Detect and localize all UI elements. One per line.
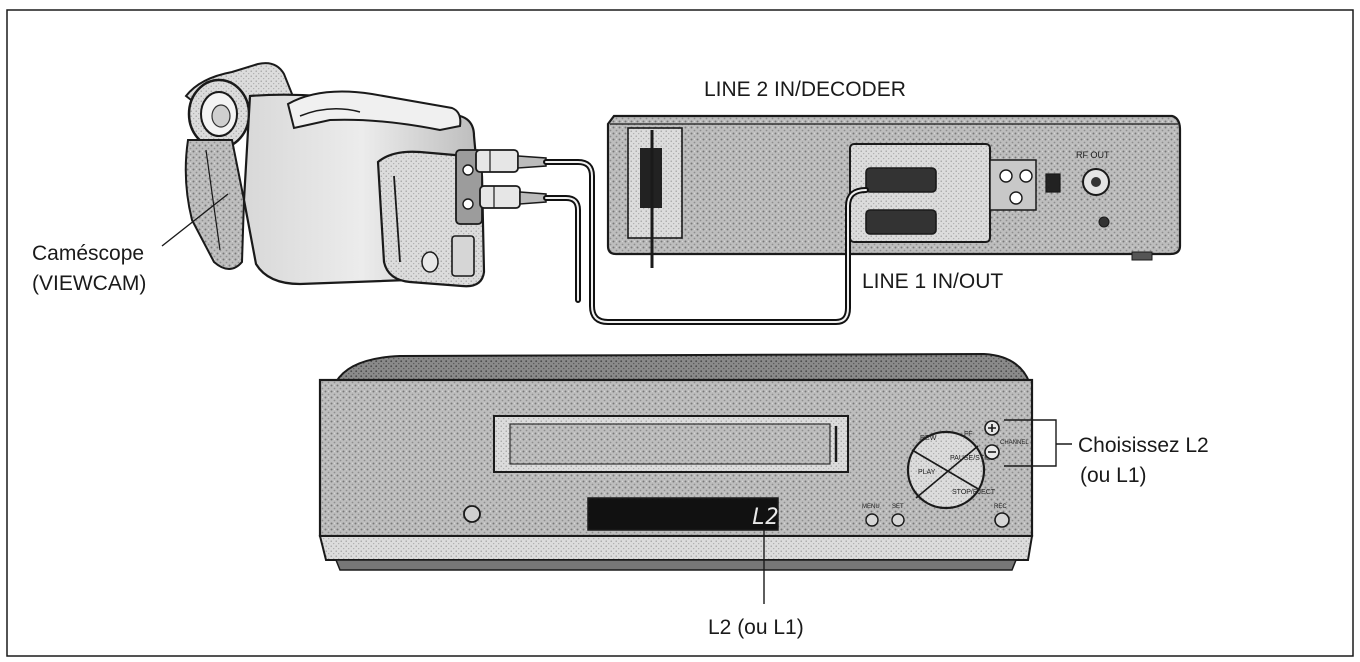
dial-play-label: PLAY	[918, 469, 936, 476]
rec-label: REC	[994, 504, 1007, 510]
label-display-indicator: L2 (ou L1)	[708, 616, 804, 639]
label-line1-in-out: LINE 1 IN/OUT	[862, 270, 1003, 293]
rf-out-label: RF OUT	[1076, 150, 1110, 160]
rec-button	[994, 512, 1010, 528]
vcr-rear-panel: RF OUT	[606, 114, 1182, 268]
dial-stop-label: STOP/EJECT	[952, 489, 996, 496]
front-display	[587, 497, 779, 531]
scart-line1	[865, 209, 937, 235]
menu-button	[865, 513, 879, 527]
vcr-front: L2 PLAY PAUSE/STILL STOP/EJECT REW FF CH…	[318, 352, 1034, 571]
power-button	[463, 505, 481, 523]
display-readout: L2	[752, 505, 779, 530]
camcorder	[184, 62, 547, 288]
set-label: SET	[892, 504, 904, 510]
av-cable	[543, 159, 869, 325]
av-plugs	[475, 149, 547, 209]
dial-rew-label: REW	[920, 435, 937, 442]
label-camcorder-model: (VIEWCAM)	[32, 272, 146, 295]
channel-label: CHANNEL	[1000, 440, 1029, 446]
dial-pause-label: PAUSE/STILL	[950, 455, 994, 462]
label-choose-alt: (ou L1)	[1080, 464, 1147, 487]
menu-label: MENU	[862, 504, 880, 510]
label-choose-channel: Choisissez L2	[1078, 434, 1209, 457]
label-line2-in-decoder: LINE 2 IN/DECODER	[704, 78, 906, 101]
dial-ff-label: FF	[964, 431, 973, 438]
callout-lines	[161, 193, 1072, 604]
set-button	[891, 513, 905, 527]
label-camcorder: Caméscope	[32, 242, 144, 265]
scart-line2	[865, 167, 937, 193]
page-border	[6, 9, 1354, 657]
